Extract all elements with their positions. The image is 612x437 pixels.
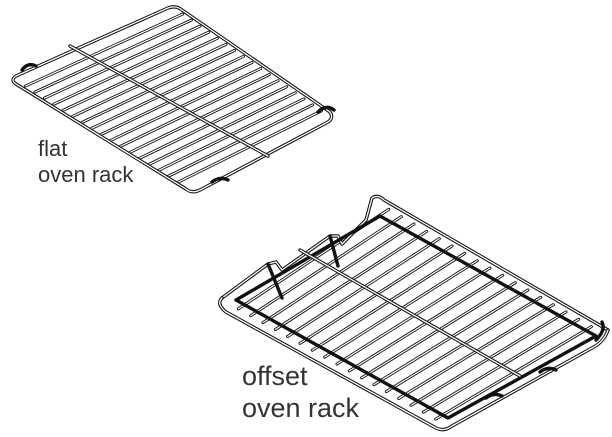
flat-rack-wire-9-highlight	[100, 61, 253, 136]
offset-rack-label: offset oven rack	[242, 360, 359, 425]
flat-rack-wire-2-highlight	[34, 19, 192, 93]
flat-rack-center-bar-highlight	[69, 45, 269, 157]
flat-oven-rack	[11, 5, 336, 194]
flat-rack-hook-left	[20, 62, 38, 72]
flat-rack-wire-4-highlight	[53, 31, 210, 105]
offset-rack-hook-right	[594, 320, 605, 342]
flat-rack-label-line-1: flat	[38, 136, 68, 161]
flat-rack-wire-10-highlight	[109, 67, 262, 142]
flat-rack-hook-right	[316, 105, 336, 114]
offset-rack-back-rail-highlight	[221, 195, 609, 331]
offset-rack-front-rail-highlight	[219, 297, 609, 431]
offset-rack-label-line-2: oven rack	[242, 393, 360, 424]
flat-rack-hook-bottom	[210, 176, 230, 184]
flat-rack-wire-11-highlight	[119, 74, 270, 148]
flat-rack-frame-highlight	[12, 6, 333, 193]
flat-rack-wire-12-highlight	[128, 80, 279, 154]
flat-rack-wire-3-highlight	[43, 25, 201, 99]
offset-rack-support-mid	[328, 234, 340, 268]
flat-rack-wire-7-highlight	[81, 49, 236, 123]
offset-rack-support-left	[266, 262, 284, 300]
offset-oven-rack	[218, 194, 610, 432]
offset-rack-label-line-1: offset	[242, 361, 308, 391]
flat-rack-wire-8-highlight	[90, 55, 244, 130]
flat-rack-wire-5-highlight	[62, 37, 218, 111]
flat-rack-wire-13-highlight	[138, 86, 288, 160]
offset-rack-hook-front	[538, 366, 558, 374]
flat-rack-label: flat oven rack	[38, 136, 133, 188]
flat-rack-wire-6-highlight	[72, 43, 227, 117]
offset-rack-hook-bottom	[484, 392, 504, 400]
flat-rack-label-line-2: oven rack	[38, 161, 134, 187]
offset-rack-center-bar-highlight	[299, 249, 521, 377]
flat-rack-wire-1-highlight	[24, 13, 184, 87]
